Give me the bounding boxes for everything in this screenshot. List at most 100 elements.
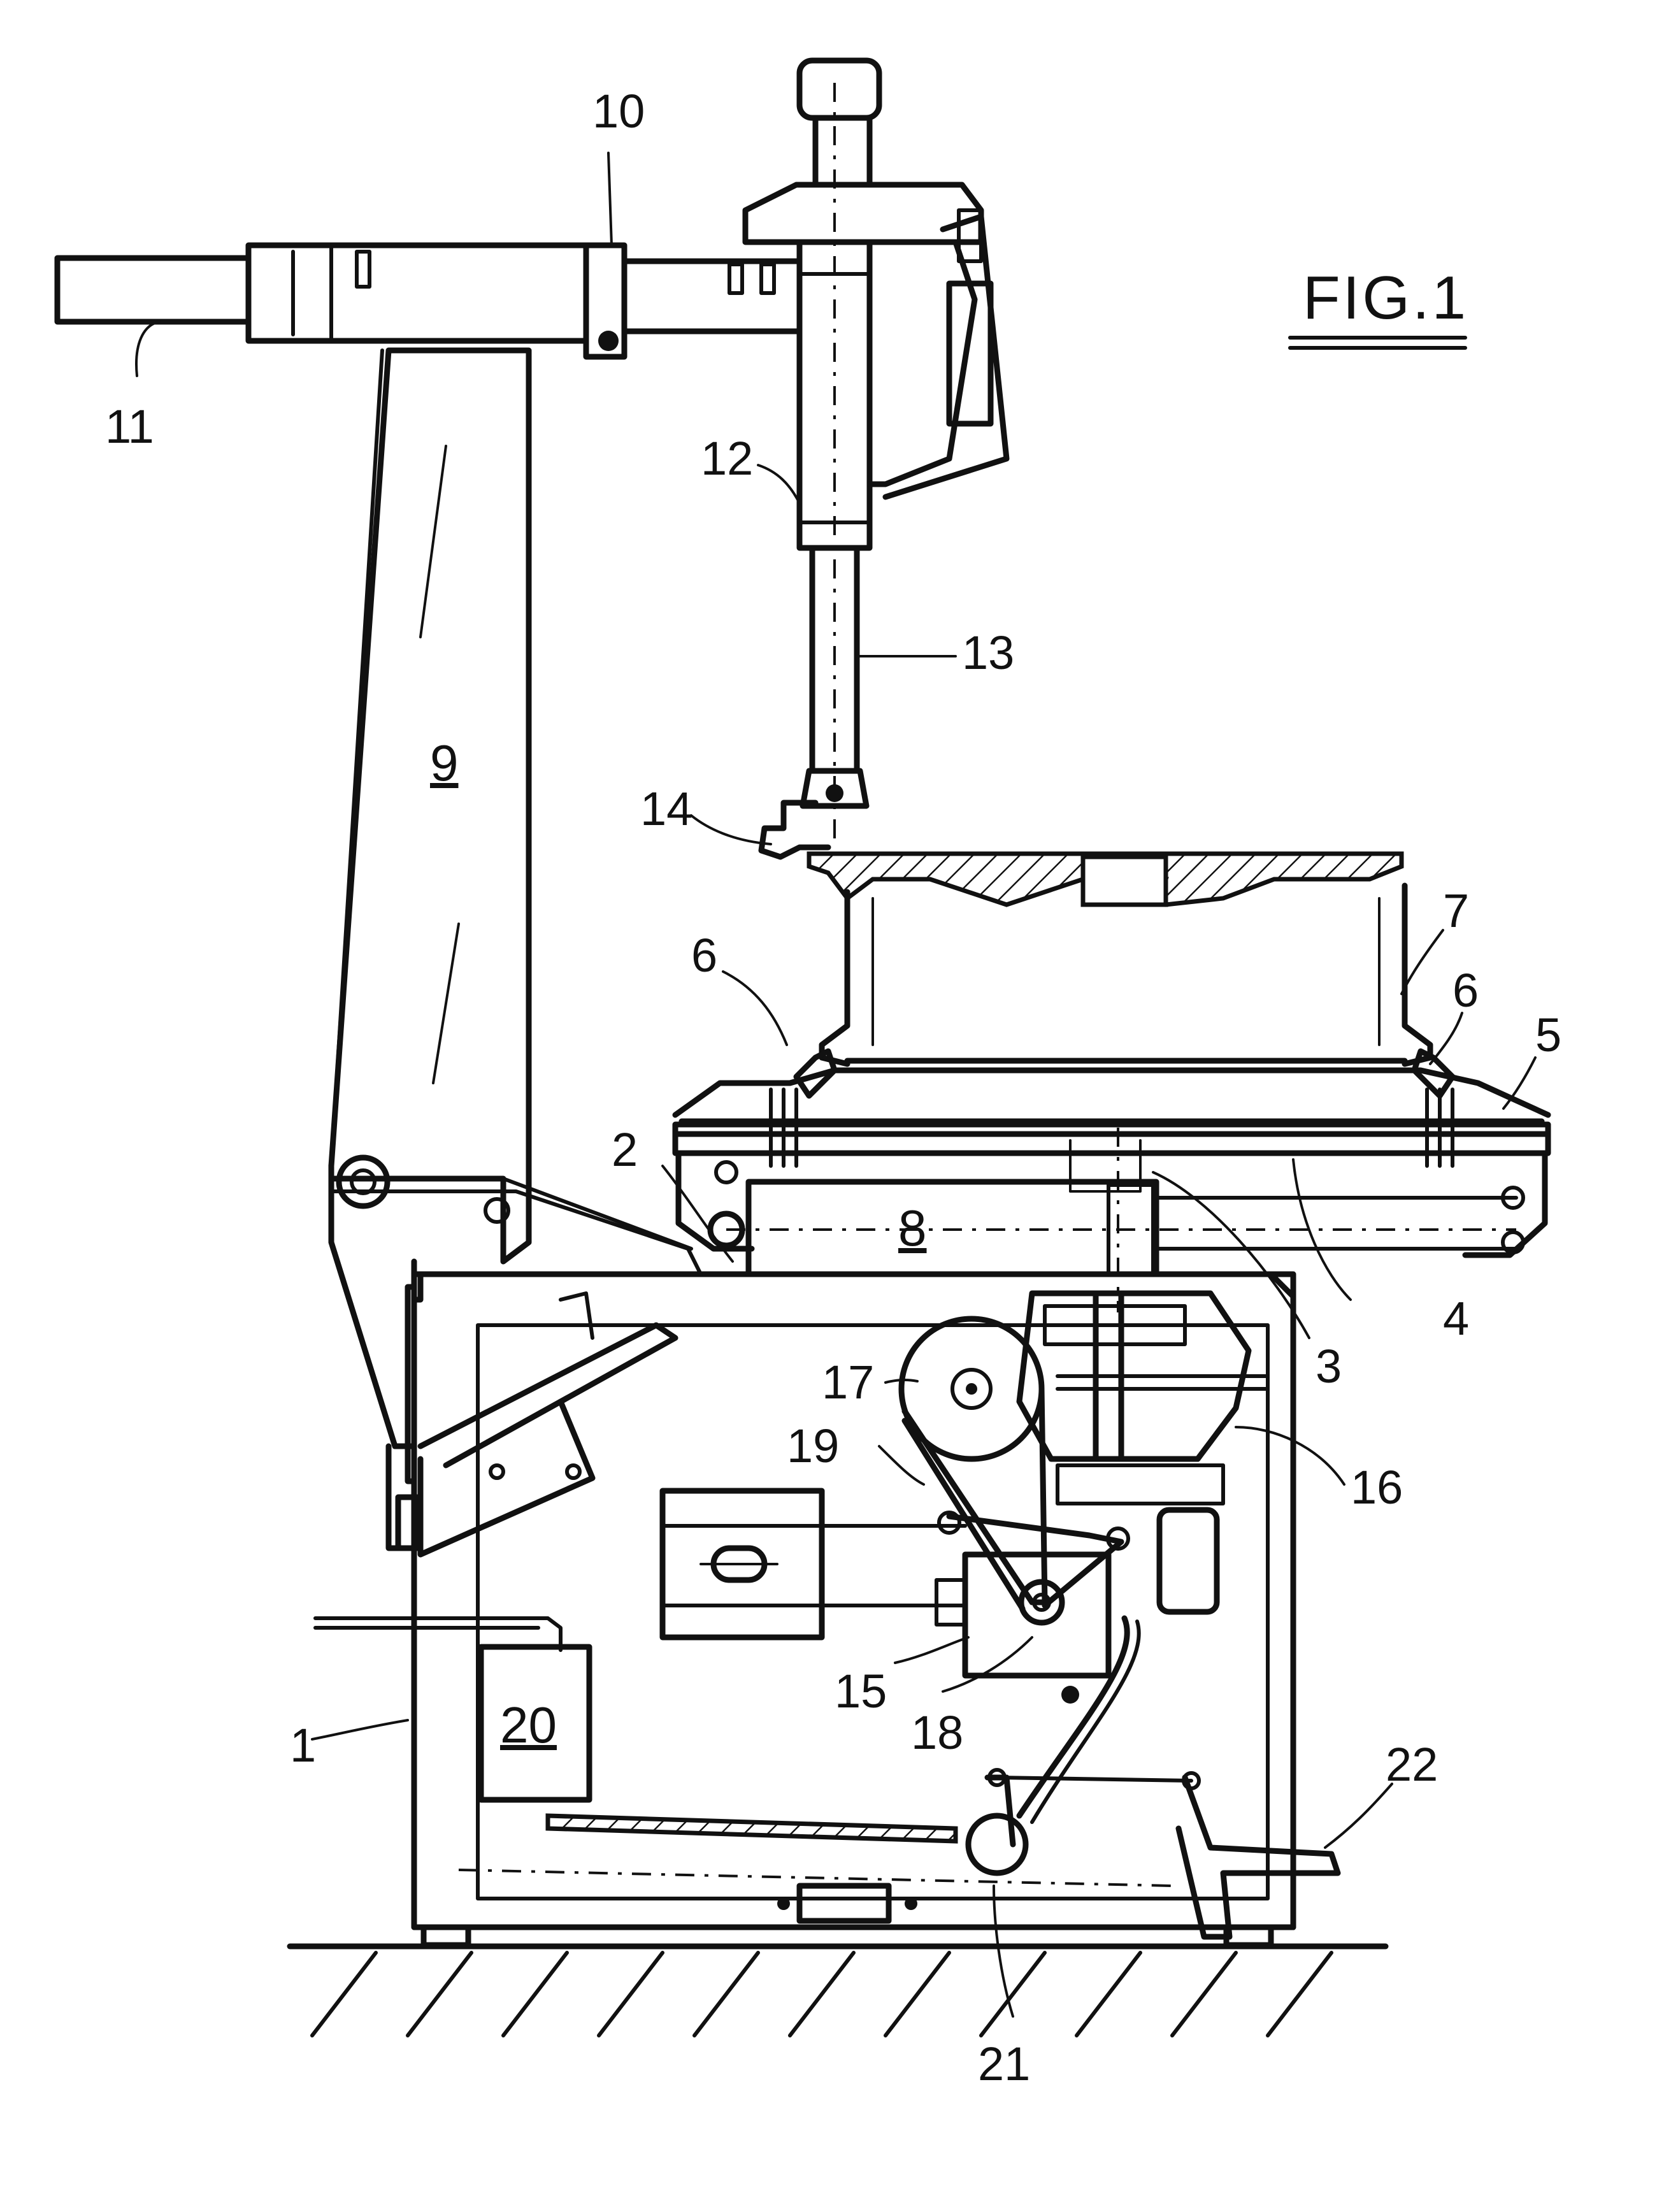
gearbox-top-cap <box>1043 1304 1187 1346</box>
base-label-plate <box>796 1883 892 1924</box>
ref-20: 20 <box>500 1697 557 1753</box>
pedal-assembly <box>965 1768 1341 1940</box>
internal-brace <box>417 1291 678 1558</box>
rod-end <box>800 768 870 809</box>
drive-belt <box>901 1386 1130 1679</box>
ref-3: 3 <box>1316 1340 1342 1393</box>
pedal-22 <box>1175 1774 1341 1940</box>
left-jaw <box>793 1048 838 1099</box>
base-rivet <box>1061 1686 1079 1704</box>
left-foot <box>420 1924 471 1948</box>
rim-right-flange <box>1402 882 1433 1067</box>
floor <box>287 1943 1389 2037</box>
gearbox-base <box>1056 1463 1225 1505</box>
leader-lines <box>135 152 1537 2018</box>
leader-10 <box>607 152 613 247</box>
horizontal-arm <box>54 242 803 360</box>
ref-13: 13 <box>962 626 1014 679</box>
ref-10: 10 <box>592 85 645 138</box>
plate-screw-right <box>905 1897 917 1910</box>
right-jaw <box>1411 1048 1456 1099</box>
cylinder-assembly <box>726 1179 1518 1277</box>
column-outline <box>328 347 532 1265</box>
ref-11: 11 <box>105 400 154 453</box>
column-gusset-edge <box>501 1177 693 1251</box>
floor-hatching <box>310 1951 1333 2037</box>
leader-14 <box>690 814 772 845</box>
head-handle-outer <box>882 213 1010 500</box>
ref-4: 4 <box>1443 1292 1469 1345</box>
leader-17 <box>884 1378 919 1384</box>
rim-hub-bore <box>1080 854 1168 907</box>
figure-title: FIG.1 <box>1288 264 1468 350</box>
column-left-edge <box>329 348 384 1168</box>
leader-6-left <box>722 970 788 1046</box>
leader-3 <box>1152 1171 1310 1339</box>
ref-2: 2 <box>612 1123 638 1176</box>
head-handle-arm <box>866 239 978 487</box>
valve-box-20 <box>478 1644 592 1803</box>
arm-clamp-bolt <box>598 331 619 351</box>
brace-screw-2 <box>565 1463 582 1480</box>
column-lower-bracket <box>328 1163 417 1449</box>
leader-4 <box>1292 1158 1352 1301</box>
column-rear-clip <box>395 1494 420 1551</box>
pedal-roller-arm <box>984 1774 1016 1848</box>
arm-housing <box>245 242 589 344</box>
column <box>328 347 703 1551</box>
ref-19: 19 <box>787 1419 839 1472</box>
leader-19 <box>878 1445 925 1486</box>
ref-22: 22 <box>1386 1738 1438 1791</box>
reference-numerals: 10 11 12 13 14 9 6 6 7 5 2 8 4 3 17 16 1… <box>105 85 1561 2090</box>
leader-2 <box>661 1165 734 1263</box>
column-shine-1 <box>419 445 447 638</box>
leader-11 <box>135 320 161 377</box>
turntable-body <box>672 1121 1551 1156</box>
leader-7 <box>1400 929 1444 995</box>
leader-21 <box>993 1885 1014 2018</box>
guide-block <box>659 1488 825 1641</box>
right-foot <box>1223 1924 1274 1948</box>
handle-switch <box>957 208 983 263</box>
ref-9: 9 <box>430 735 459 791</box>
leader-15 <box>894 1636 970 1664</box>
column-pin <box>484 1197 510 1224</box>
column-shine-2 <box>432 923 460 1084</box>
pulley-17-center <box>966 1383 977 1395</box>
ref-15: 15 <box>835 1665 887 1718</box>
column-pivot-inner <box>350 1168 377 1195</box>
air-inlet-pipe <box>313 1616 563 1652</box>
pulley-18-hub <box>1032 1593 1051 1612</box>
turntable-pin-right-2 <box>1501 1230 1525 1254</box>
base-inner-frame <box>476 1323 1270 1900</box>
ref-5: 5 <box>1535 1009 1561 1061</box>
belt-19-inner <box>901 1418 1026 1612</box>
base-centerline <box>458 1869 1173 1887</box>
leader-22 <box>1324 1783 1393 1849</box>
turntable-pin-left <box>714 1160 738 1184</box>
cylinder-end-cap <box>1107 1183 1155 1276</box>
motor-gearbox <box>898 1290 1270 1615</box>
arm-lock-pin-3 <box>759 262 776 295</box>
column-gusset <box>329 1189 703 1276</box>
leader-1 <box>311 1719 409 1741</box>
ref-6-left: 6 <box>691 929 717 982</box>
ref-17: 17 <box>822 1356 874 1409</box>
mount-demount-tool <box>758 800 831 860</box>
turntable-top <box>672 1067 1551 1118</box>
turntable-right-arm <box>1462 1150 1548 1258</box>
pedal-pivot <box>1182 1771 1201 1790</box>
pedal-hose <box>545 1813 958 1844</box>
ref-16: 16 <box>1351 1461 1403 1514</box>
pulley-18 <box>1018 1579 1065 1626</box>
arm-clamp <box>583 242 628 360</box>
brace-plate <box>417 1398 596 1558</box>
ref-8: 8 <box>898 1200 927 1256</box>
figure-title-text: FIG.1 <box>1303 264 1468 332</box>
ref-7: 7 <box>1443 884 1469 937</box>
tool-head <box>742 57 1010 860</box>
pedal-roller-21 <box>965 1813 1029 1876</box>
tensioner-arm <box>946 1513 1124 1609</box>
head-cap <box>796 57 882 121</box>
